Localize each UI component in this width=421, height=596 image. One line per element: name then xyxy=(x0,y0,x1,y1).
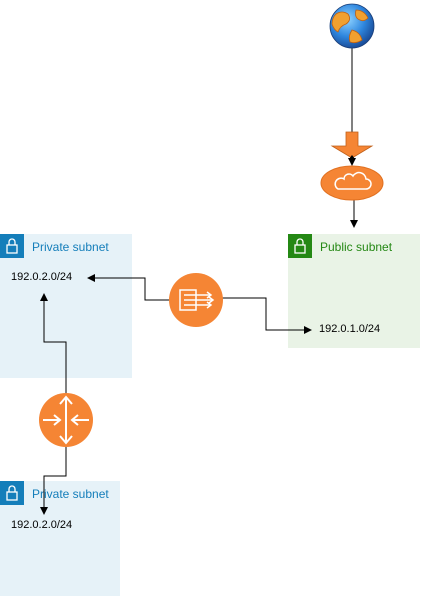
ingress-arrow-icon xyxy=(330,131,374,163)
nat-gateway-icon xyxy=(169,273,223,327)
public-subnet-title: Public subnet xyxy=(320,240,393,254)
private-subnet-lock-icon xyxy=(0,234,24,258)
connector-router-to-private-subnet-bottom xyxy=(40,446,67,515)
private-subnet-title: Private subnet xyxy=(32,240,109,254)
private-subnet-title: Private subnet xyxy=(32,487,109,501)
internet-gateway-icon xyxy=(320,165,384,201)
router-icon xyxy=(39,393,93,447)
connector-router-to-private-subnet-top xyxy=(40,293,67,395)
public-subnet-lock-icon xyxy=(288,234,312,258)
private-subnet-bottom: Private subnet 192.0.2.0/24 xyxy=(0,481,120,596)
private-subnet-cidr: 192.0.2.0/24 xyxy=(11,519,73,531)
private-subnet-lock-icon xyxy=(0,481,24,505)
public-subnet-cidr: 192.0.1.0/24 xyxy=(319,323,381,335)
connector-nat-to-public-subnet xyxy=(222,297,312,334)
connector-nat-to-private-subnet xyxy=(87,274,170,301)
globe-icon xyxy=(329,3,375,49)
private-subnet-cidr: 192.0.2.0/24 xyxy=(11,271,73,283)
